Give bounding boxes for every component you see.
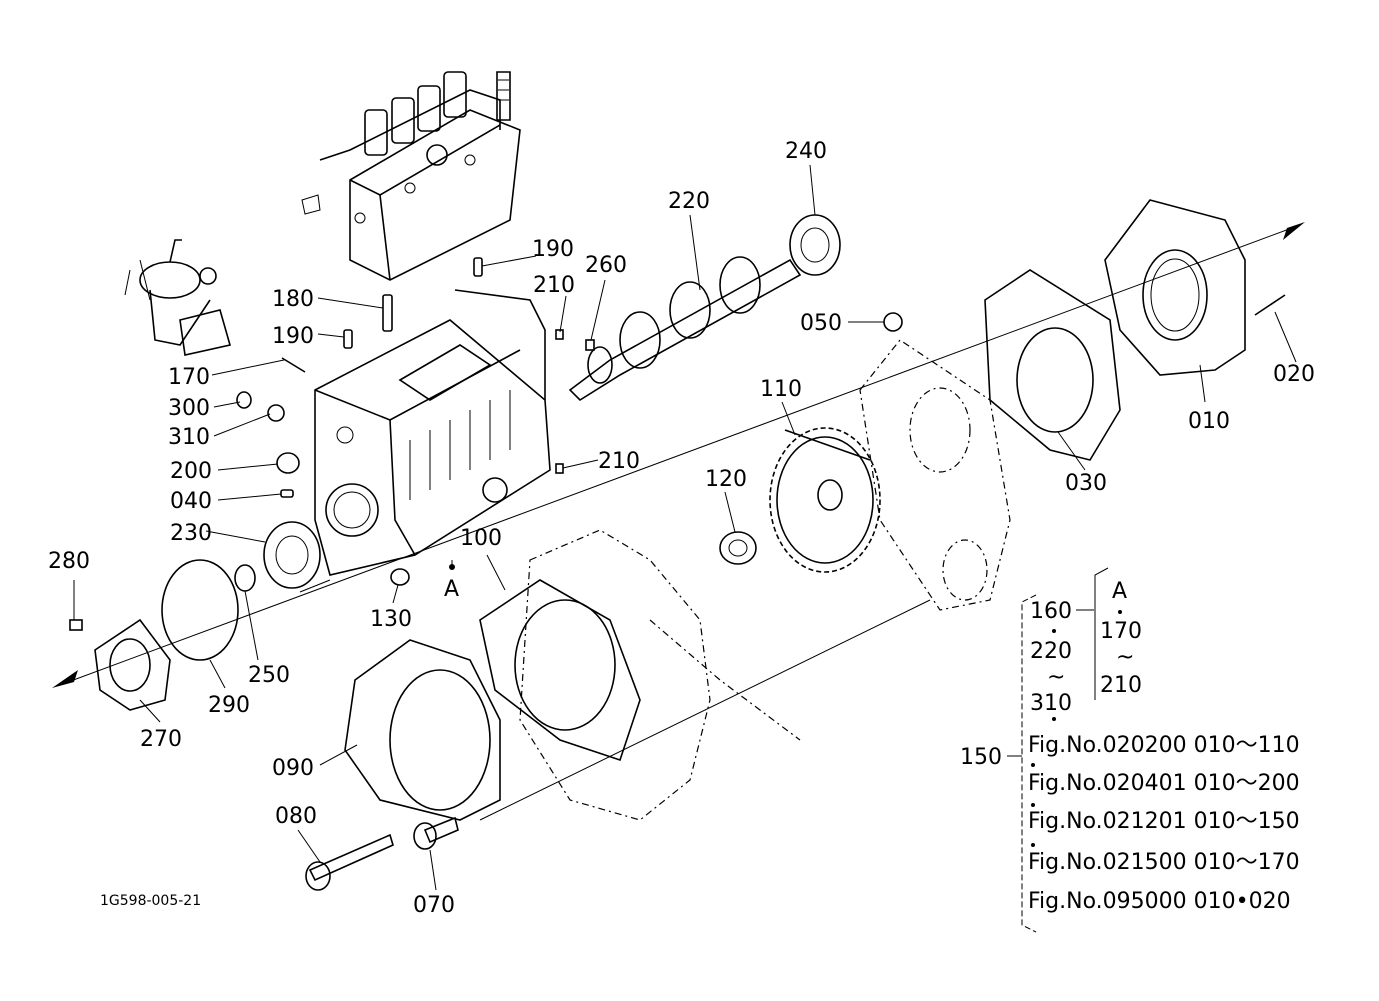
part-label-020: 020 [1273, 362, 1315, 387]
figure-ref-3: Fig.No.021201 010〜150 [1028, 809, 1300, 834]
nut-120 [719, 531, 757, 565]
part-label-210-lower: 210 [598, 449, 640, 474]
bearing-230 [263, 521, 321, 589]
figure-ref-2: Fig.No.020401 010〜200 [1028, 771, 1300, 796]
part-label-080: 080 [275, 804, 317, 829]
part-label-260: 260 [585, 253, 627, 278]
key-col2-item-3: 210 [1100, 673, 1142, 698]
gasket-030 [984, 269, 1121, 461]
pump-housing [314, 289, 551, 576]
leader-lines [73, 164, 1297, 891]
part-label-100: 100 [460, 526, 502, 551]
part-label-090: 090 [272, 756, 314, 781]
part-label-040: 040 [170, 489, 212, 514]
part-label-120: 120 [705, 467, 747, 492]
cover-gasket-100 [479, 579, 641, 762]
tilde-range-icon: ~ [1116, 645, 1134, 670]
figure-ref-5: Fig.No.095000 010•020 [1028, 889, 1291, 914]
drive-gear [769, 427, 881, 573]
part-number-labels: 240 220 190 210 260 180 190 170 300 310 … [48, 139, 1315, 918]
part-label-190-upper: 190 [532, 237, 574, 262]
figure-ref-4: Fig.No.021500 010〜170 [1028, 850, 1300, 875]
feed-pump [124, 239, 232, 356]
snap-ring-250 [234, 564, 256, 592]
part-label-A: A [444, 577, 459, 602]
part-label-290: 290 [208, 693, 250, 718]
cover-090 [344, 639, 501, 821]
plate-010 [1104, 199, 1246, 376]
part-label-210-upper: 210 [533, 273, 575, 298]
small-parts [69, 257, 1286, 631]
part-label-070: 070 [413, 893, 455, 918]
key-col1-item-1: 160 [1030, 599, 1072, 624]
part-label-030: 030 [1065, 471, 1107, 496]
part-label-170: 170 [168, 365, 210, 390]
part-label-300: 300 [168, 396, 210, 421]
part-label-010: 010 [1188, 409, 1230, 434]
bolt-070 [413, 816, 459, 850]
part-label-270: 270 [140, 727, 182, 752]
injection-pump [301, 71, 521, 281]
part-label-220: 220 [668, 189, 710, 214]
o-ring-290 [161, 559, 239, 661]
part-label-280: 280 [48, 549, 90, 574]
part-label-230: 230 [170, 521, 212, 546]
bolt-080 [305, 833, 394, 891]
center-lines [52, 222, 1305, 821]
part-label-050: 050 [800, 311, 842, 336]
part-label-110: 110 [760, 377, 802, 402]
key-col2-item-2: 170 [1100, 619, 1142, 644]
key-col1-item-2: 220 [1030, 639, 1072, 664]
key-col2-item-1: A [1112, 579, 1127, 604]
bearing-240 [789, 214, 841, 276]
gear-case-outline [519, 529, 801, 821]
part-label-310: 310 [168, 425, 210, 450]
assembly-label-150: 150 [960, 745, 1002, 770]
cover-270 [94, 618, 171, 711]
part-label-130: 130 [370, 607, 412, 632]
figure-ref-1: Fig.No.020200 010〜110 [1028, 733, 1300, 758]
key-col1-item-3: 310 [1030, 691, 1072, 716]
assembly-bracket [1007, 567, 1122, 933]
camshaft [568, 256, 802, 402]
part-label-240: 240 [785, 139, 827, 164]
diagram-code: 1G598-005-21 [100, 893, 201, 909]
part-label-200: 200 [170, 459, 212, 484]
part-label-190-lower: 190 [272, 324, 314, 349]
part-label-250: 250 [248, 663, 290, 688]
tilde-range-icon: ~ [1047, 665, 1065, 690]
part-label-180: 180 [272, 287, 314, 312]
gasket-dashed [859, 339, 1011, 611]
assembly-key: 160 220 ~ 310 A 170 ~ 210 150 Fig.No.020… [960, 579, 1300, 914]
